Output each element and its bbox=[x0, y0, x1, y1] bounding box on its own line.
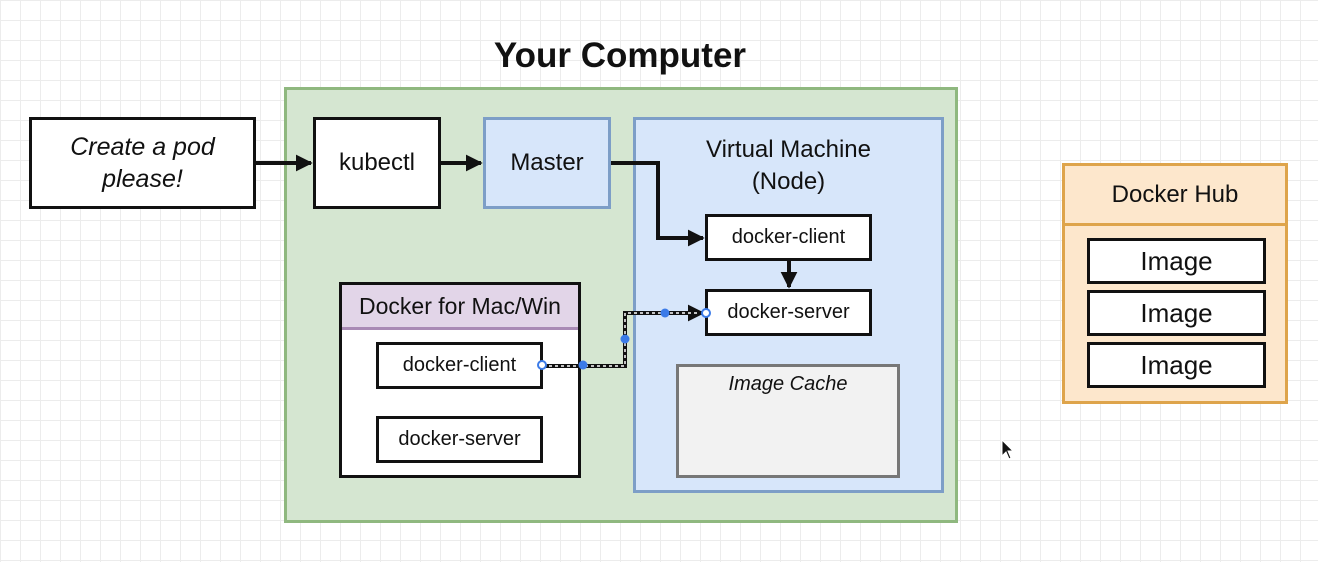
request-line-1: Create a pod bbox=[70, 133, 215, 161]
connector-handle-mid-2 bbox=[660, 308, 670, 318]
vm-label-line-2: (Node) bbox=[751, 168, 826, 195]
vm-docker-client-box[interactable]: docker-client bbox=[705, 214, 872, 261]
create-pod-request-box[interactable]: Create a pod please! bbox=[29, 117, 256, 209]
mouse-cursor-icon bbox=[1001, 438, 1015, 460]
kubectl-label: kubectl bbox=[338, 149, 416, 176]
image-cache-label: Image Cache bbox=[728, 373, 848, 395]
master-label: Master bbox=[510, 149, 584, 176]
connector-handle-bend bbox=[620, 334, 630, 344]
docker-hub-box[interactable]: Docker Hub Image Image Image bbox=[1062, 163, 1288, 404]
desktop-docker-client-box[interactable]: docker-client bbox=[376, 342, 543, 389]
desktop-docker-client-label: docker-client bbox=[402, 354, 517, 376]
vm-docker-server-label: docker-server bbox=[727, 301, 850, 323]
vm-docker-server-box[interactable]: docker-server bbox=[705, 289, 872, 336]
hub-image-3[interactable]: Image bbox=[1087, 342, 1266, 388]
connector-handle-mid-1 bbox=[578, 360, 588, 370]
desktop-docker-server-label: docker-server bbox=[398, 428, 521, 450]
hub-image-1[interactable]: Image bbox=[1087, 238, 1266, 284]
hub-image-2[interactable]: Image bbox=[1087, 290, 1266, 336]
diagram-title: Your Computer bbox=[493, 36, 747, 75]
image-cache-box[interactable]: Image Cache bbox=[676, 364, 900, 478]
connector-handle-start bbox=[537, 360, 547, 370]
desktop-docker-server-box[interactable]: docker-server bbox=[376, 416, 543, 463]
selected-connector-desktop-client-to-vm-server[interactable] bbox=[537, 304, 711, 370]
vm-docker-client-label: docker-client bbox=[731, 226, 846, 248]
request-line-2: please! bbox=[102, 165, 183, 193]
arrow-master-to-vm-client bbox=[611, 161, 705, 247]
docker-hub-header: Docker Hub bbox=[1065, 166, 1285, 226]
vm-label-line-1: Virtual Machine bbox=[706, 136, 871, 163]
docker-for-mac-win-header: Docker for Mac/Win bbox=[342, 285, 578, 330]
kubectl-box[interactable]: kubectl bbox=[313, 117, 441, 209]
connector-handle-end bbox=[701, 308, 711, 318]
master-box[interactable]: Master bbox=[483, 117, 611, 209]
